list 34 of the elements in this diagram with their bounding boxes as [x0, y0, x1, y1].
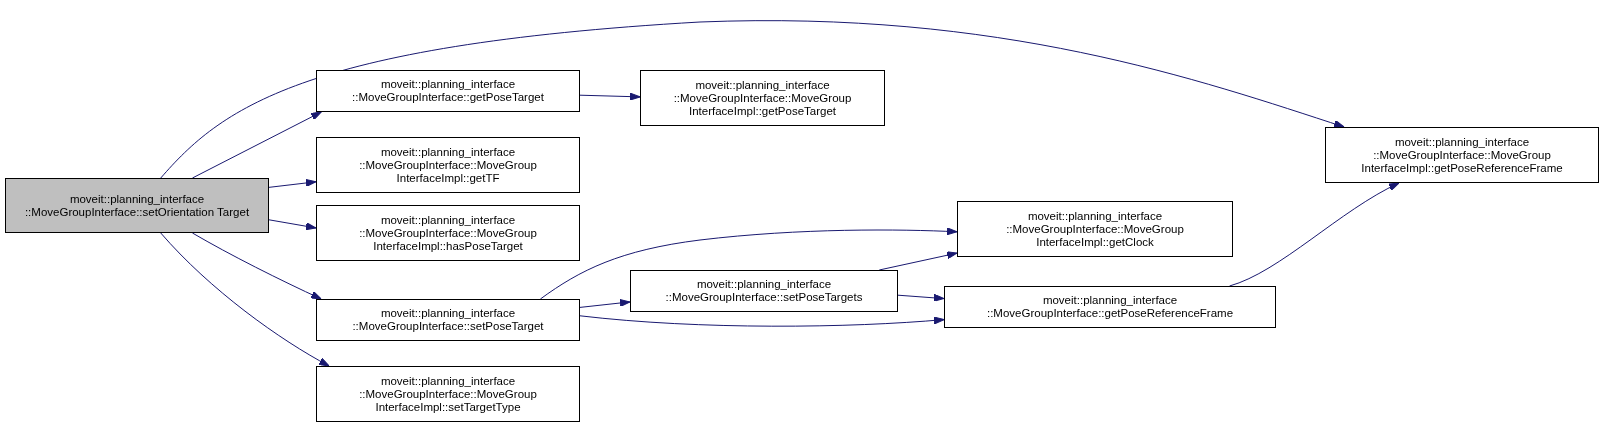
function-name: moveit::planning_interface ::MoveGroupInterface::setPoseTargets [664, 278, 864, 304]
function-box [5, 178, 269, 233]
function-name: moveit::planning_interface ::MoveGroupInterface::MoveGroup InterfaceImpl::getTF [358, 145, 538, 185]
call-arrow [160, 232, 330, 367]
function-name: moveit::planning_interface ::MoveGroupInterface::MoveGroup InterfaceImpl::hasPoseTarget [358, 213, 538, 253]
call-arrow [160, 20, 1345, 179]
function-box [316, 299, 580, 341]
call-arrow [268, 179, 317, 188]
function-box [630, 270, 898, 312]
call-arrow [191, 111, 322, 179]
function-box [1325, 127, 1599, 183]
call-arrow [268, 219, 317, 231]
function-box [957, 201, 1233, 257]
function-box [640, 70, 885, 126]
function-name: moveit::planning_interface ::MoveGroupInterface::setPoseTarget [351, 307, 545, 333]
function-name: moveit::planning_interface ::MoveGroupInterface::MoveGroup InterfaceImpl::getPoseReferenceFrame [1360, 135, 1564, 175]
function-box [944, 286, 1276, 328]
function-name: moveit::planning_interface ::MoveGroupInterface::MoveGroup InterfaceImpl::getPoseTarget [672, 78, 853, 118]
function-name: moveit::planning_interface ::MoveGroupInterface::getPoseTarget [351, 78, 545, 104]
call-arrow [1229, 182, 1400, 287]
call-arrow [539, 227, 958, 300]
function-box [316, 205, 580, 261]
function-box [316, 366, 580, 422]
call-arrow [897, 293, 945, 302]
function-box [316, 70, 580, 112]
call-arrow [191, 232, 322, 300]
function-box [316, 137, 580, 193]
call-arrow [579, 92, 641, 101]
function-name: moveit::planning_interface ::MoveGroupInterface::setOrientation Target [23, 192, 251, 219]
call-arrow [579, 299, 631, 308]
call-arrow [579, 315, 945, 327]
function-name: moveit::planning_interface ::MoveGroupInterface::MoveGroup InterfaceImpl::getClock [1005, 209, 1185, 249]
function-name: moveit::planning_interface ::MoveGroupInterface::MoveGroup InterfaceImpl::setTargetType [358, 374, 538, 414]
function-name: moveit::planning_interface ::MoveGroupInterface::getPoseReferenceFrame [985, 294, 1235, 320]
